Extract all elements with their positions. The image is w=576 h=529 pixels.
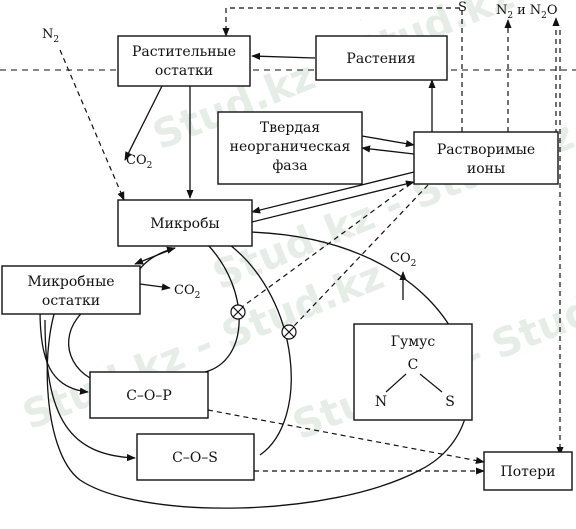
arrow-solid-to-ions: [361, 135, 415, 148]
inhibition-mark-2: [281, 324, 297, 340]
arrow-microbes-to-residues: [134, 247, 176, 265]
plants-label: Растения: [346, 51, 415, 67]
box-humus: Гумус C N S: [353, 323, 473, 421]
soluble-ions-line-1: Растворимые: [437, 142, 535, 158]
humus-bond-cn: [385, 373, 407, 393]
humus-atom-n: N: [375, 394, 387, 410]
arrow-ions-to-inhibit-1: [241, 177, 419, 308]
arrow-s-input: [222, 7, 463, 132]
middle-cycle-loop: [229, 244, 292, 456]
outer-cycle-loop: [46, 231, 470, 509]
soluble-ions-line-2: ионы: [467, 161, 505, 177]
inner-cycle-loop: [204, 244, 240, 373]
arrow-residues-to-cop: [39, 309, 89, 395]
humus-atom-s: S: [445, 394, 455, 410]
cos-label: C–O–S: [172, 450, 218, 466]
box-microbial-residues: Микробные остатки: [1, 265, 141, 315]
arrow-ions-to-solid: [361, 145, 415, 155]
arrow-plants-to-residues: [251, 52, 316, 60]
losses-label: Потери: [501, 464, 556, 480]
box-cop: C–O–P: [89, 371, 209, 419]
box-microbes: Микробы: [117, 199, 253, 247]
microbial-residues-line-2: остатки: [42, 293, 100, 309]
label-s: S: [458, 0, 467, 15]
box-cos: C–O–S: [136, 433, 255, 481]
arrow-ions-to-microbes: [251, 171, 415, 214]
arrow-residues-to-cos: [44, 319, 136, 462]
arrow-residues-co2: [124, 85, 163, 161]
humus-bond-cs: [419, 373, 443, 393]
arrow-n2-fixation: [59, 49, 125, 201]
microbes-label: Микробы: [150, 216, 219, 232]
microbial-residues-line-1: Микробные: [28, 274, 115, 290]
label-co2-humus: CO2: [390, 251, 416, 269]
cop-label: C–O–P: [126, 388, 172, 404]
box-plants: Растения: [315, 35, 448, 81]
box-soluble-ions: Растворимые ионы: [413, 131, 559, 185]
box-plant-residues: Растительные остатки: [117, 35, 251, 87]
label-co2-residues: CO2: [126, 153, 152, 171]
plant-residues-line-1: Растительные: [132, 44, 236, 60]
inhibition-mark-1: [230, 304, 246, 320]
label-n2-input: N2: [42, 27, 59, 45]
humus-atom-c: C: [408, 357, 419, 373]
arrow-microbes-to-ions: [251, 180, 415, 223]
arrow-residues-co2-b: [139, 283, 171, 291]
solid-phase-line-1: Твердая: [260, 120, 320, 136]
solid-phase-line-2: неорганическая: [230, 139, 351, 155]
box-losses: Потери: [483, 451, 573, 491]
label-co2-microbial: CO2: [174, 283, 200, 301]
arrow-ions-to-inhibit-2: [293, 184, 429, 327]
solid-phase-line-3: фаза: [272, 158, 307, 174]
arrow-cop-to-losses: [207, 409, 485, 465]
box-solid-phase: Твердая неорганическая фаза: [217, 111, 363, 185]
plant-residues-line-2: остатки: [155, 63, 213, 79]
humus-title: Гумус: [391, 334, 436, 350]
